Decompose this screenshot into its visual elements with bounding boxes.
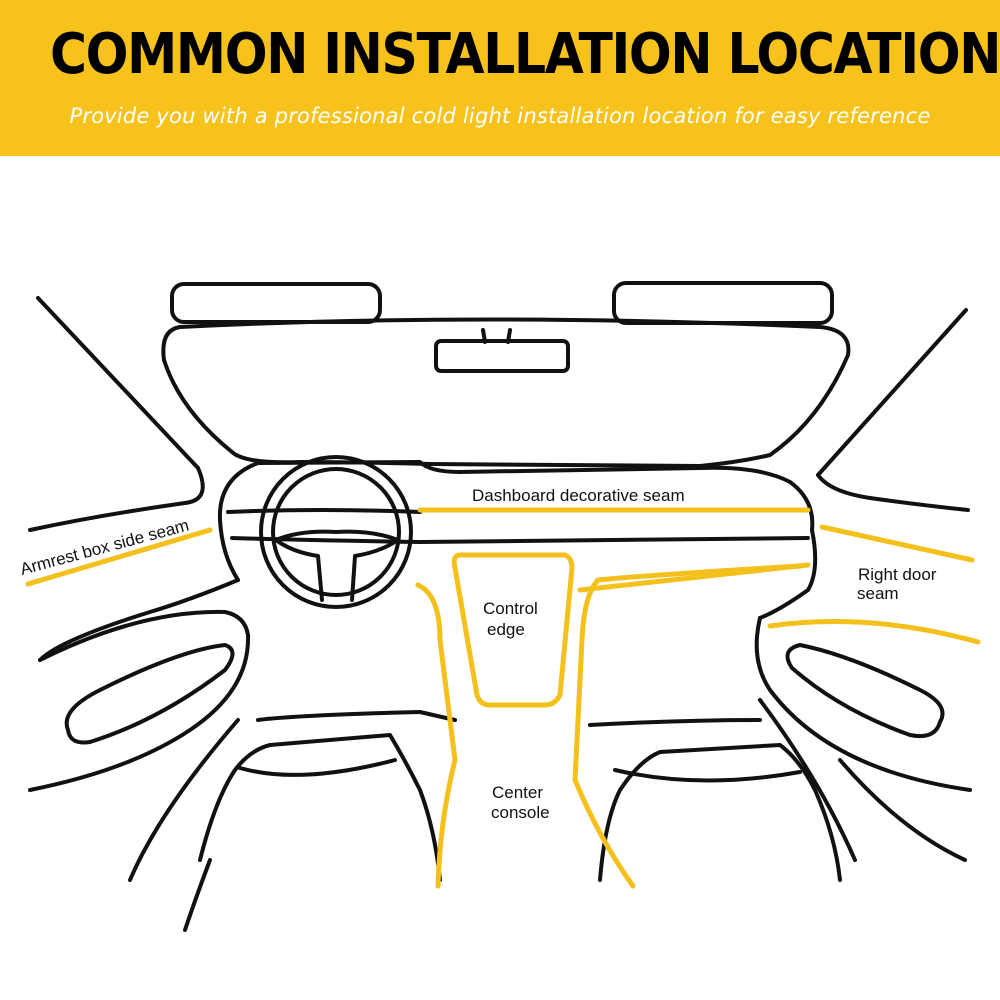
dashboard-right-edge (758, 528, 818, 620)
center-console-label-1: Center (492, 783, 543, 802)
steering-wheel-inner (271, 467, 401, 597)
armrest-seam-line (25, 527, 213, 587)
right-lower-trim (758, 698, 857, 862)
left-lower-trim (128, 718, 240, 882)
dashboard-mid-line (226, 508, 422, 514)
left-seat-inner (238, 758, 397, 777)
installation-seams (25, 507, 981, 889)
control-edge-seam-line (451, 552, 575, 708)
header-banner: COMMON INSTALLATION LOCATIONS Provide yo… (0, 0, 1000, 156)
right-window-frame (816, 473, 970, 512)
left-door-panel-top (38, 609, 250, 662)
left-a-pillar (36, 296, 200, 470)
right-seat-inner (613, 768, 802, 783)
center-console-left-seam (415, 582, 458, 889)
right-door-seam-lower (767, 619, 981, 645)
left-seat-side (183, 858, 212, 932)
dashboard-top (217, 460, 815, 532)
page-subtitle: Provide you with a professional cold lig… (69, 104, 931, 128)
right-seat (598, 743, 842, 882)
center-console-right-seam (572, 563, 803, 889)
control-edge-label-2: edge (487, 620, 525, 639)
car-outline (28, 281, 972, 932)
right-seat-side (838, 758, 967, 862)
dashboard-mid-line-2 (230, 536, 810, 544)
left-sun-visor (170, 282, 382, 324)
left-window-frame (28, 466, 205, 532)
right-door-panel (754, 616, 972, 792)
dashboard-seam-label: Dashboard decorative seam (472, 486, 685, 505)
left-seat (198, 733, 442, 882)
dashboard-left-edge (38, 578, 240, 662)
left-seat-back (256, 710, 457, 722)
right-a-pillar (816, 308, 968, 477)
control-edge-label-1: Control (483, 599, 538, 618)
left-door-panel-bottom (28, 633, 251, 792)
left-door-handle (64, 643, 235, 745)
right-door-seam-upper (819, 524, 975, 563)
page-title: COMMON INSTALLATION LOCATIONS (50, 22, 1000, 87)
right-door-label-1: Right door (858, 565, 937, 584)
rear-view-mirror (434, 339, 570, 373)
windshield (161, 317, 851, 468)
right-sun-visor (612, 281, 834, 325)
steering-wheel-spokes (274, 529, 400, 602)
steering-wheel-outer (259, 455, 413, 609)
dashboard-left-lower (218, 518, 240, 582)
right-door-label-2: seam (857, 584, 899, 603)
right-door-handle (785, 643, 945, 739)
center-console-label-2: console (491, 803, 550, 822)
right-seat-back (588, 718, 762, 727)
